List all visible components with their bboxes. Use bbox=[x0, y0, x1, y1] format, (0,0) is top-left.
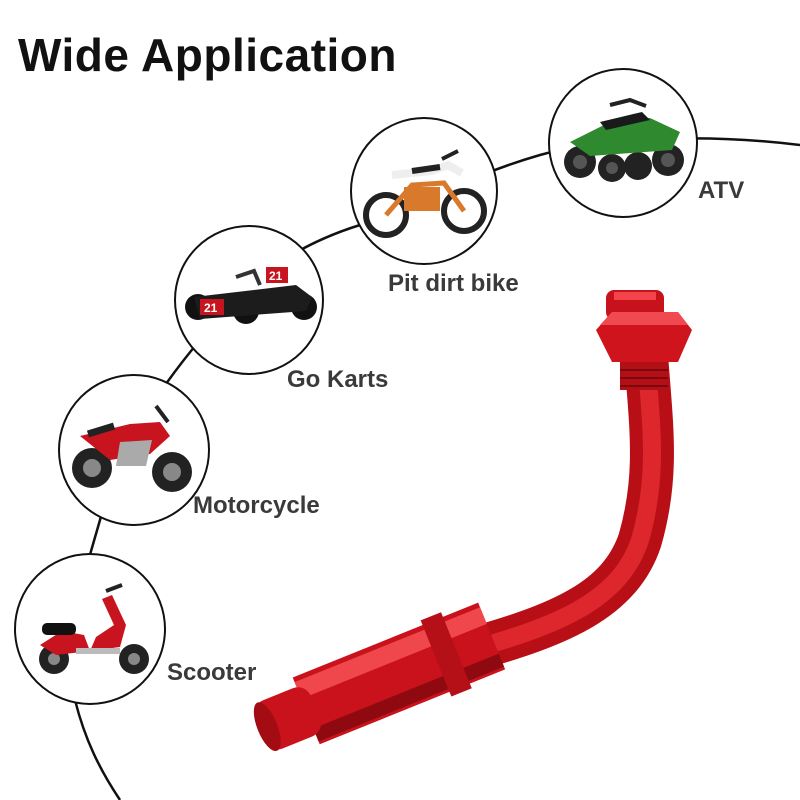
kart-number-back: 21 bbox=[269, 269, 283, 283]
dirt-bike-icon bbox=[363, 149, 487, 238]
scooter-circle bbox=[14, 553, 166, 705]
label-motorcycle: Motorcycle bbox=[193, 492, 320, 519]
motorcycle-icon bbox=[72, 404, 192, 492]
label-pit-dirt-bike: Pit dirt bike bbox=[388, 270, 519, 297]
motorcycle-circle bbox=[58, 374, 210, 526]
page-title: Wide Application bbox=[18, 29, 397, 81]
valve-extension-product bbox=[253, 290, 692, 752]
kart-number-front: 21 bbox=[204, 301, 218, 315]
label-scooter: Scooter bbox=[167, 659, 257, 686]
label-go-karts: Go Karts bbox=[287, 366, 389, 393]
dirt-bike-circle bbox=[350, 117, 498, 265]
go-kart-circle: 21 21 bbox=[174, 225, 324, 375]
atv-icon bbox=[564, 97, 684, 182]
atv-circle bbox=[548, 68, 698, 218]
go-kart-icon: 21 21 bbox=[185, 267, 317, 324]
scooter-icon bbox=[39, 583, 149, 674]
label-atv: ATV bbox=[698, 177, 745, 204]
